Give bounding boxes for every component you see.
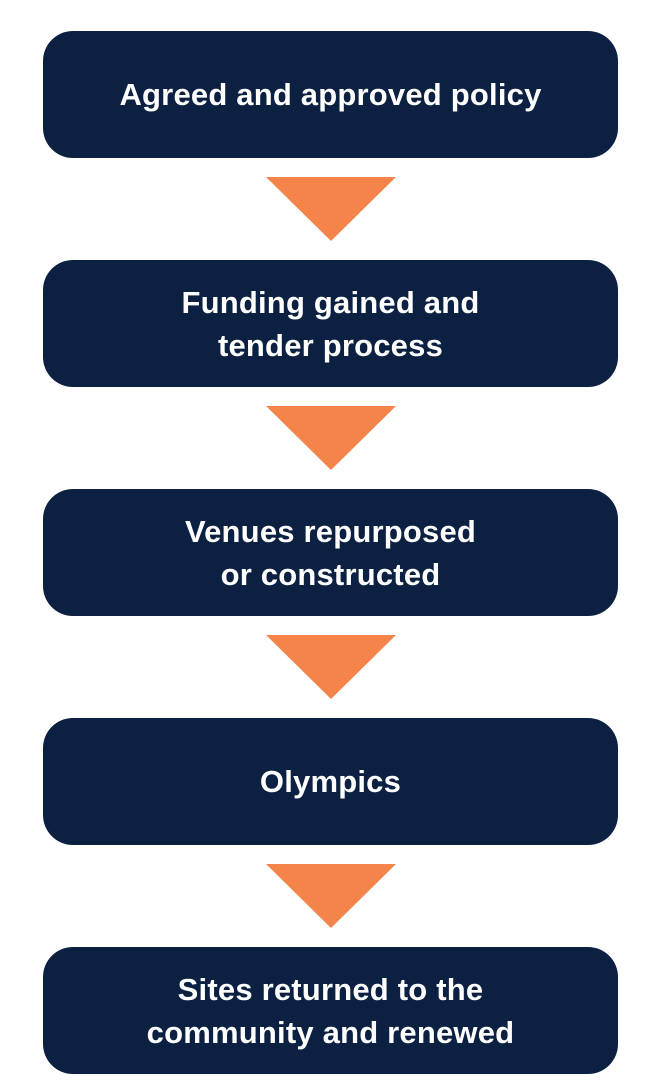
step-label: Olympics	[259, 764, 402, 799]
step-label: Venues repurposed or constructed	[184, 513, 477, 592]
down-arrow-icon	[266, 635, 396, 699]
down-arrow-icon	[266, 406, 396, 470]
step-box-funding-tender: Funding gained and tender process	[43, 260, 618, 387]
step-box-venues: Venues repurposed or constructed	[43, 489, 618, 616]
step-box-agreed-policy: Agreed and approved policy	[43, 31, 618, 158]
step-label: Funding gained and tender process	[181, 284, 480, 363]
step-box-olympics: Olympics	[43, 718, 618, 845]
down-arrow-icon	[266, 864, 396, 928]
down-arrow-icon	[266, 177, 396, 241]
step-box-sites-returned: Sites returned to the community and rene…	[43, 947, 618, 1074]
step-label: Sites returned to the community and rene…	[146, 971, 515, 1050]
step-label: Agreed and approved policy	[119, 77, 542, 112]
